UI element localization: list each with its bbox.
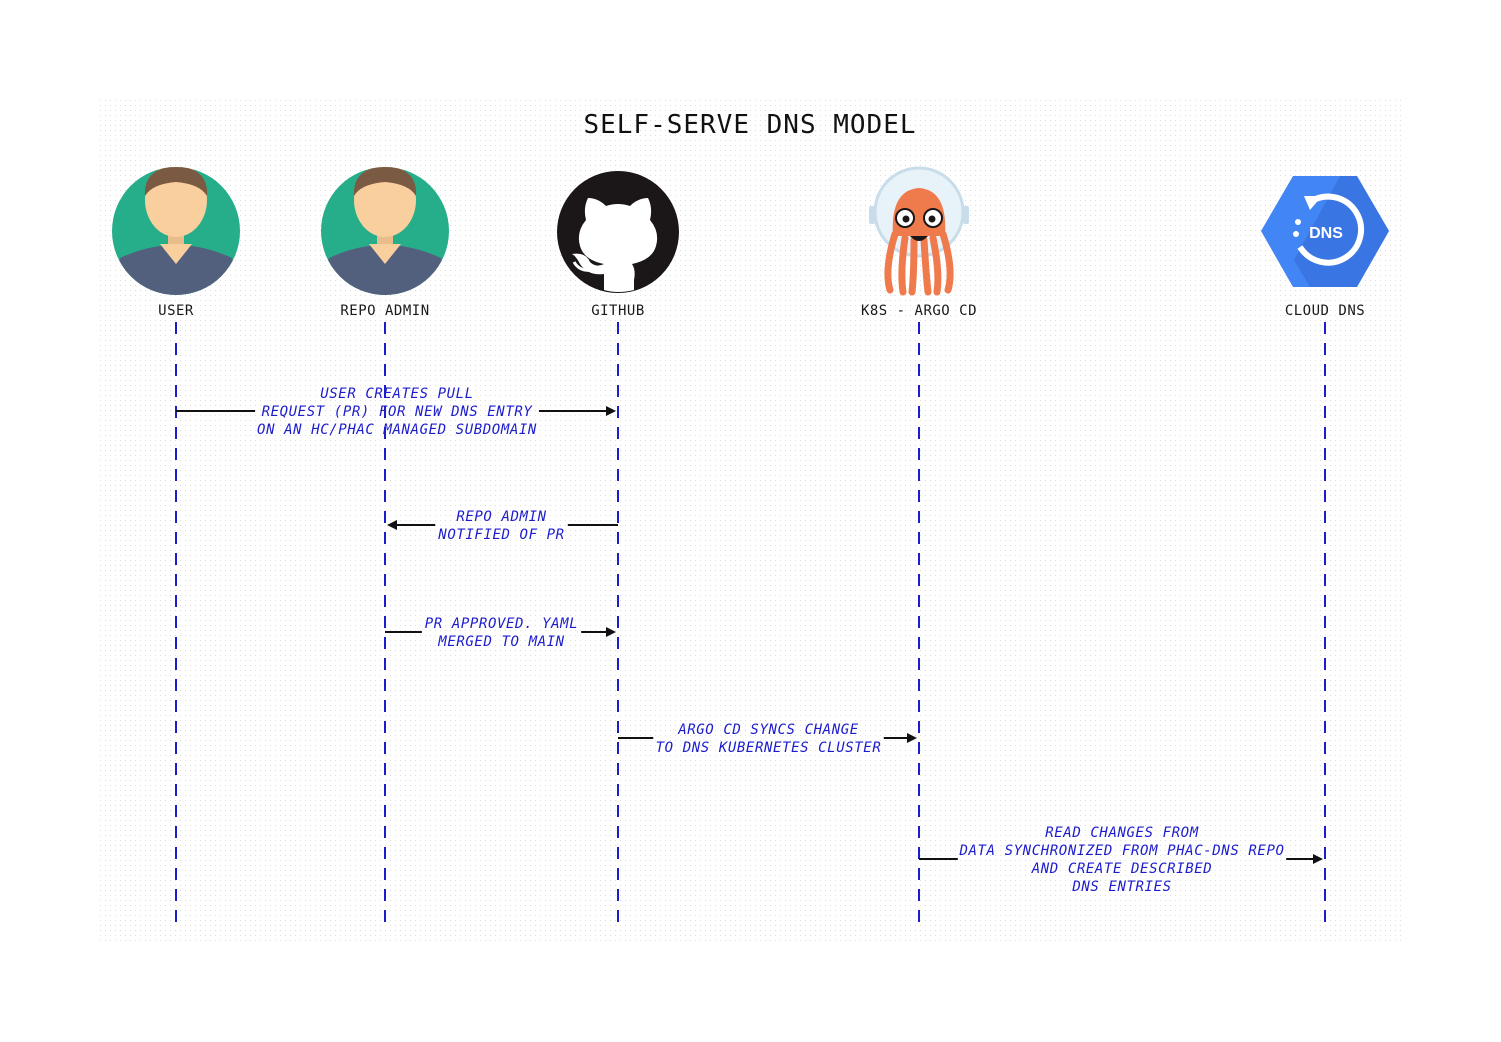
message-1-text-line: USER CREATES PULL [320,386,474,402]
argo-octopus-icon [869,166,969,296]
diagram-background [98,97,1403,942]
actor-label-cloud-dns: CLOUD DNS [1285,303,1365,319]
diagram-title: SELF-SERVE DNS MODEL [583,110,916,140]
message-2-text-line: NOTIFIED OF PR [437,527,564,543]
dns-badge-text: DNS [1309,225,1343,242]
message-5-arrowhead [1313,854,1323,864]
message-3-text-line: MERGED TO MAIN [437,634,564,650]
message-2-arrowhead [387,520,397,530]
lifelines [175,322,1326,930]
message-1-text-line: ON AN HC/PHAC MANAGED SUBDOMAIN [257,422,537,438]
message-1-arrowhead [606,406,616,416]
cloud-dns-icon: DNS [1261,176,1389,287]
message-4-text-line: TO DNS KUBERNETES CLUSTER [656,740,882,756]
message-1: USER CREATES PULL REQUEST (PR) FOR NEW DN… [176,386,616,438]
message-5-text-line: DNS ENTRIES [1071,879,1171,895]
actor-label-github: GITHUB [591,303,645,319]
message-5: READ CHANGES FROM DATA SYNCHRONIZED FROM … [919,825,1323,895]
message-2: REPO ADMIN NOTIFIED OF PR [387,509,618,543]
messages: USER CREATES PULL REQUEST (PR) FOR NEW DN… [176,386,1323,895]
message-5-text-line: AND CREATE DESCRIBED [1031,861,1213,877]
message-5-text-line: READ CHANGES FROM [1045,825,1199,841]
github-logo-icon [557,171,679,293]
message-4-text-line: ARGO CD SYNCS CHANGE [677,722,859,738]
message-4: ARGO CD SYNCS CHANGE TO DNS KUBERNETES CL… [618,722,917,756]
message-3-arrowhead [606,627,616,637]
actor-label-argo: K8S - ARGO CD [861,303,977,319]
actor-label-user: USER [158,303,194,319]
message-3: PR APPROVED. YAML MERGED TO MAIN [385,616,616,650]
actor-label-repo-admin: REPO ADMIN [340,303,429,319]
message-5-text-line: DATA SYNCHRONIZED FROM PHAC-DNS REPO [958,843,1284,859]
message-4-arrowhead [907,733,917,743]
message-2-text-line: REPO ADMIN [456,509,546,525]
message-1-text-line: REQUEST (PR) FOR NEW DNS ENTRY [262,404,534,420]
message-3-text-line: PR APPROVED. YAML [425,616,579,632]
